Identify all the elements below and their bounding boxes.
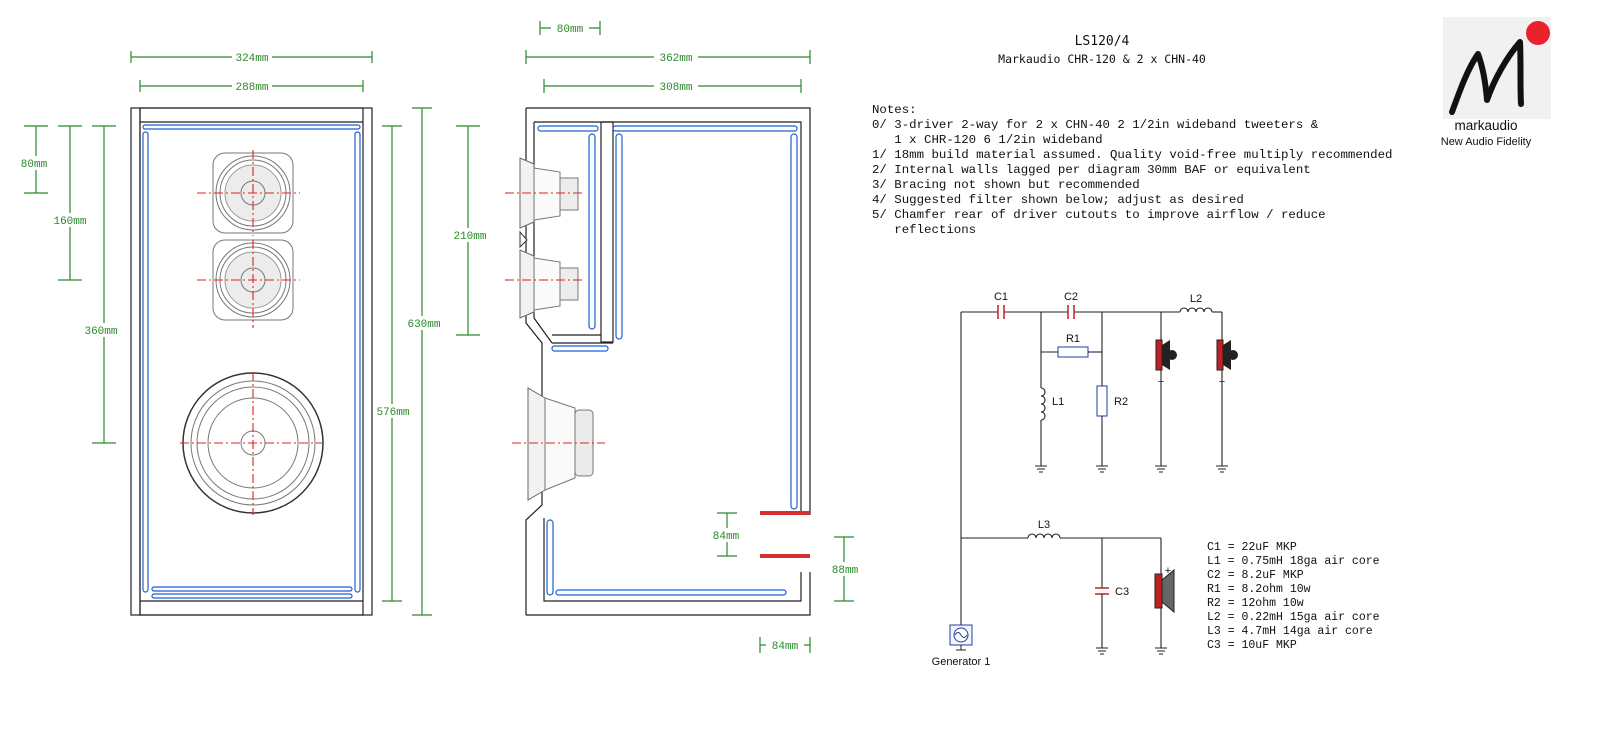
component-item: C2 = 8.2uF MKP — [1207, 569, 1304, 582]
label-l2: L2 — [1190, 293, 1202, 305]
note-line: 1/ 18mm build material assumed. Quality … — [872, 148, 1393, 162]
dim-outer-depth: 362mm — [659, 53, 692, 65]
markaudio-logo: markaudio New Audio Fidelity — [1441, 17, 1551, 148]
note-line: reflections — [872, 223, 976, 237]
label-l3: L3 — [1038, 519, 1050, 531]
capacitor-c2 — [1067, 305, 1075, 319]
signal-generator-icon — [949, 624, 973, 651]
component-item: L3 = 4.7mH 14ga air core — [1207, 625, 1373, 638]
logo-tagline: New Audio Fidelity — [1441, 136, 1532, 148]
inductor-l2 — [1179, 307, 1213, 313]
component-item: L1 = 0.75mH 18ga air core — [1207, 555, 1380, 568]
notes-heading: Notes: — [872, 103, 917, 117]
component-item: R1 = 8.2ohm 10w — [1207, 583, 1311, 596]
dim-80mm: 80mm — [21, 159, 48, 171]
notes-block: Notes: 0/ 3-driver 2-way for 2 x CHN-40 … — [872, 103, 1393, 237]
note-line: 2/ Internal walls lagged per diagram 30m… — [872, 163, 1311, 177]
dim-tweeter-span: 210mm — [453, 231, 486, 243]
note-line: 5/ Chamfer rear of driver cutouts to imp… — [872, 208, 1326, 222]
port-top-edge — [760, 511, 810, 515]
dim-port-height: 84mm — [713, 531, 740, 543]
dim-baffle-offset: 80mm — [557, 24, 584, 36]
label-c1: C1 — [994, 291, 1008, 303]
logo-red-dot — [1526, 21, 1550, 45]
dim-inner-depth: 308mm — [659, 82, 692, 94]
ground-symbols — [1035, 465, 1228, 473]
label-r1: R1 — [1066, 333, 1080, 345]
capacitor-c1 — [997, 305, 1005, 319]
side-woofer — [527, 387, 594, 501]
component-item: C1 = 22uF MKP — [1207, 541, 1297, 554]
label-l1: L1 — [1052, 396, 1064, 408]
label-c2: C2 — [1064, 291, 1078, 303]
resistor-r2 — [1096, 385, 1108, 417]
component-item: L2 = 0.22mH 15ga air core — [1207, 611, 1380, 624]
inductor-l3 — [1027, 533, 1061, 539]
note-line: 4/ Suggested filter shown below; adjust … — [872, 193, 1244, 207]
side-tweeter-1 — [519, 157, 579, 229]
note-line: 1 x CHR-120 6 1/2in wideband — [872, 133, 1103, 147]
polarity-plus: + — [1165, 565, 1171, 577]
note-line: 0/ 3-driver 2-way for 2 x CHN-40 2 1/2in… — [872, 118, 1319, 132]
capacitor-c3 — [1095, 587, 1109, 595]
side-tweeter-2 — [519, 249, 579, 319]
dim-port-offset: 88mm — [832, 565, 859, 577]
schematic-tweeter-1 — [1155, 339, 1177, 371]
component-list: C1 = 22uF MKP L1 = 0.75mH 18ga air core … — [1207, 541, 1380, 652]
dim-360mm: 360mm — [84, 326, 117, 338]
port-bottom-edge — [760, 554, 810, 558]
note-line: 3/ Bracing not shown but recommended — [872, 178, 1140, 192]
side-divider-notch — [519, 230, 528, 249]
side-view: 80mm 362mm 308mm — [450, 21, 864, 653]
component-item: R2 = 12ohm 10w — [1207, 597, 1304, 610]
dim-outer-height: 630mm — [407, 319, 440, 331]
generator-label: Generator 1 — [932, 656, 991, 668]
dim-inner-width: 288mm — [235, 82, 268, 94]
dim-outer-width: 324mm — [235, 53, 268, 65]
component-item: C3 = 10uF MKP — [1207, 639, 1297, 652]
schematic-tweeter-2 — [1216, 339, 1238, 371]
dim-160mm: 160mm — [53, 216, 86, 228]
front-view: 324mm 288mm — [16, 50, 444, 616]
dim-inner-height: 576mm — [376, 407, 409, 419]
inductor-l1 — [1040, 387, 1046, 421]
drawing-title: LS120/4 — [1075, 34, 1130, 49]
resistor-r1 — [1057, 346, 1089, 358]
label-c3: C3 — [1115, 586, 1129, 598]
crossover-schematic: C1 C2 L2 L1 R1 R2 + — [932, 291, 1238, 668]
logo-brand: markaudio — [1454, 118, 1517, 133]
drawing-subtitle: Markaudio CHR-120 & 2 x CHN-40 — [998, 52, 1206, 66]
label-r2: R2 — [1114, 396, 1128, 408]
schematic-woofer — [1154, 568, 1175, 614]
dim-port-depth: 84mm — [772, 641, 799, 653]
